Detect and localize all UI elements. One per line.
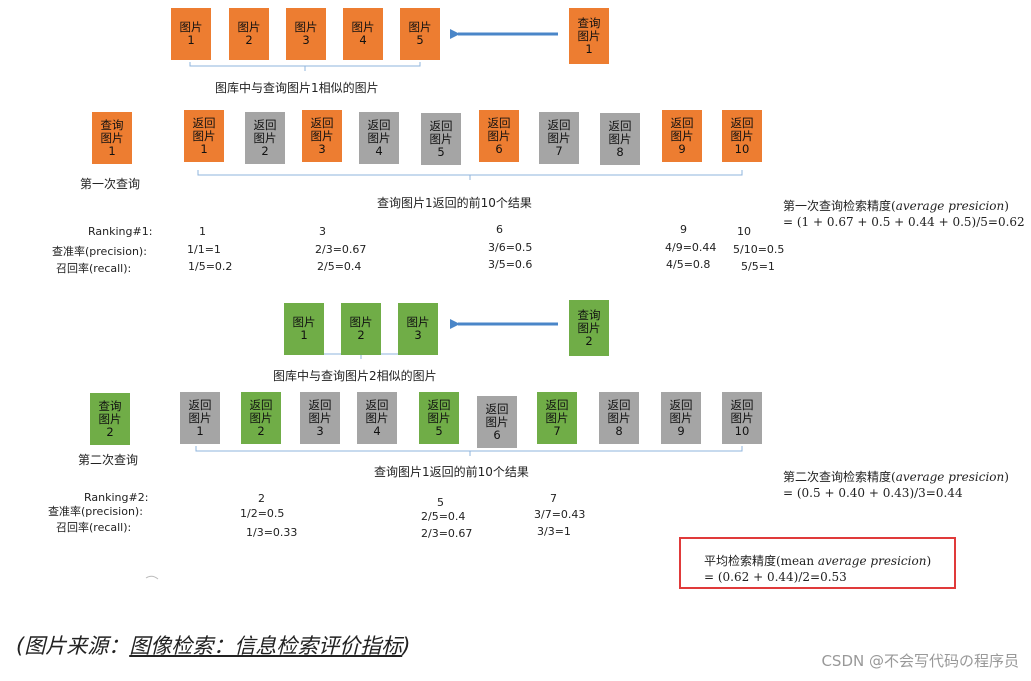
query1-ranking-label: Ranking#1: [88, 225, 153, 238]
query1-recall-6: 3/5=0.6 [488, 258, 533, 271]
bracket-results2 [195, 446, 743, 456]
query2-recall-label: 召回率(recall): [56, 521, 132, 534]
query1-rank-10: 10 [737, 225, 751, 238]
query2-ranking-label: Ranking#2: [84, 491, 149, 504]
query1-precision-10: 5/10=0.5 [733, 243, 785, 256]
query2-precision-7: 3/7=0.43 [534, 508, 586, 521]
query2-rank-2: 2 [258, 492, 265, 505]
query2-ap-block: 第二次查询检索精度(average presicion) = (0.5 + 0.… [783, 469, 1009, 501]
query1-rank-9: 9 [680, 223, 687, 236]
map-formula: = (0.62 + 0.44)/2=0.53 [704, 570, 847, 584]
map-block: 平均检索精度(mean average presicion) = (0.62 +… [704, 553, 931, 585]
query2-precision-2: 1/2=0.5 [240, 507, 285, 520]
query1-recall-10: 5/5=1 [741, 260, 775, 273]
query1-recall-9: 4/5=0.8 [666, 258, 711, 271]
query2-recall-2: 1/3=0.33 [246, 526, 298, 539]
query1-recall-3: 2/5=0.4 [317, 260, 362, 273]
query1-precision-3: 2/3=0.67 [315, 243, 367, 256]
query2-rank-5: 5 [437, 496, 444, 509]
query1-ap-block: 第一次查询检索精度(average presicion) = (1 + 0.67… [783, 198, 1025, 230]
query1-precision-6: 3/6=0.5 [488, 241, 533, 254]
query2-precision-label: 查准率(precision): [48, 505, 143, 518]
csdn-watermark: CSDN @不会写代码の程序员 [821, 652, 1019, 670]
caption-prefix: (图片来源： [16, 634, 130, 658]
query1-recall-label: 召回率(recall): [56, 262, 132, 275]
query2-precision-5: 2/5=0.4 [421, 510, 466, 523]
query1-rank-1: 1 [199, 225, 206, 238]
caption-suffix: ) [402, 634, 411, 658]
query2-rank-7: 7 [550, 492, 557, 505]
query1-rank-3: 3 [319, 225, 326, 238]
query2-side-label: 第二次查询 [78, 453, 139, 467]
query2-recall-5: 2/3=0.67 [421, 527, 473, 540]
caption-source-link[interactable]: 图像检索：信息检索评价指标 [129, 634, 403, 658]
query1-precision-9: 4/9=0.44 [665, 241, 717, 254]
map-title: 平均检索精度(mean average presicion) [704, 554, 932, 568]
query1-recall-1: 1/5=0.2 [188, 260, 233, 273]
curl-mark [145, 575, 159, 580]
query1-side-label: 第一次查询 [80, 177, 141, 191]
query1-precision-label: 查准率(precision): [52, 245, 147, 258]
query2-ap-title: 第二次查询检索精度(average presicion) [783, 470, 1009, 484]
bracket-results1 [197, 170, 743, 180]
query2-gallery-caption: 图库中与查询图片2相似的图片 [273, 369, 437, 383]
query2-recall-7: 3/3=1 [537, 525, 571, 538]
bracket-gallery1 [189, 62, 421, 71]
query1-ap-formula: = (1 + 0.67 + 0.5 + 0.44 + 0.5)/5=0.62 [783, 215, 1025, 229]
query1-gallery-caption: 图库中与查询图片1相似的图片 [215, 81, 379, 95]
query2-results-caption: 查询图片1返回的前10个结果 [374, 465, 529, 479]
query1-rank-6: 6 [496, 223, 503, 236]
source-caption: (图片来源：图像检索：信息检索评价指标) [16, 630, 410, 660]
query1-results-caption: 查询图片1返回的前10个结果 [377, 196, 532, 210]
query1-precision-1: 1/1=1 [187, 243, 221, 256]
query2-ap-formula: = (0.5 + 0.40 + 0.43)/3=0.44 [783, 486, 963, 500]
map-highlight-box: 平均检索精度(mean average presicion) = (0.62 +… [679, 537, 956, 589]
query1-ap-title: 第一次查询检索精度(average presicion) [783, 199, 1009, 213]
